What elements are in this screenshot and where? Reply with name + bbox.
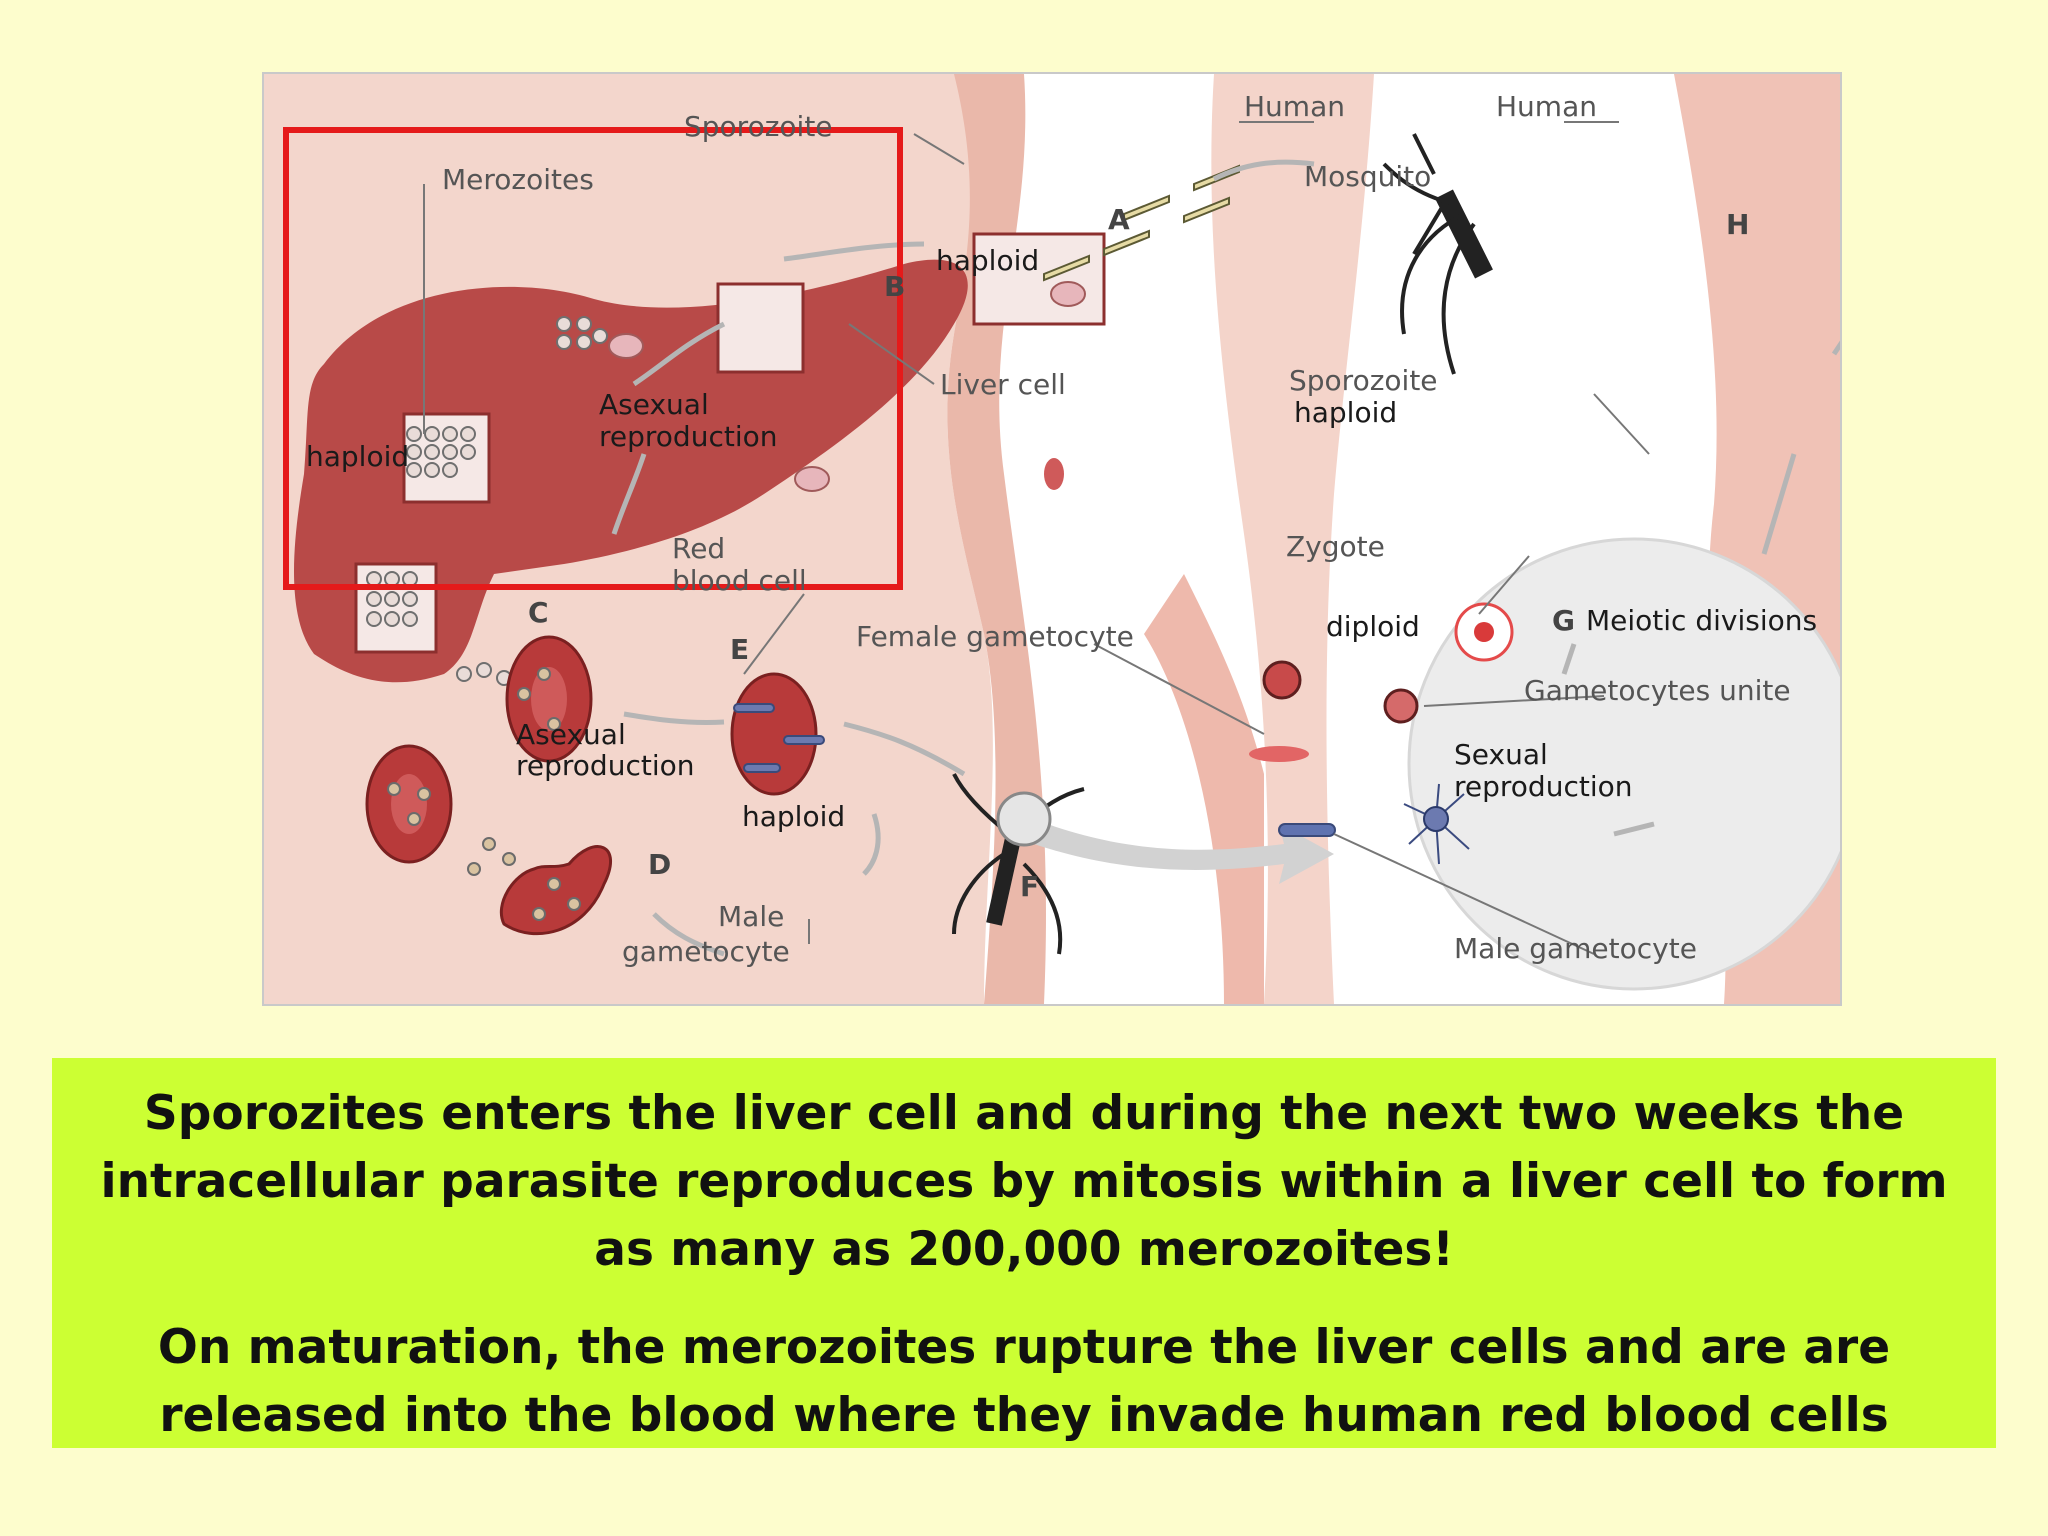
stage-label-e: E	[730, 633, 749, 666]
stage-label-c: C	[528, 596, 549, 629]
label-zygote: Zygote	[1286, 530, 1385, 563]
label-red-blood-cell-1: Red	[672, 532, 725, 565]
caption-paragraph-2: On maturation, the merozoites rupture th…	[157, 1320, 1891, 1443]
label-asexual-liver-2: reproduction	[599, 420, 777, 453]
label-human-right: Human	[1496, 90, 1597, 123]
label-merozoites: Merozoites	[442, 163, 594, 196]
label-sexual-2: reproduction	[1454, 770, 1632, 803]
label-red-blood-cell-2: blood cell	[672, 564, 807, 597]
stage-label-g: G	[1552, 604, 1575, 637]
caption-box: Sporozites enters the liver cell and dur…	[52, 1058, 1996, 1448]
label-female-gametocyte: Female gametocyte	[856, 620, 1134, 653]
label-male-gametocyte-left-2: gametocyte	[622, 935, 790, 968]
label-sporozoite-top: Sporozoite	[684, 110, 833, 143]
label-haploid-a: haploid	[936, 244, 1039, 277]
malaria-life-cycle-diagram: Human Human Mosquito Sporozoite Merozoit…	[262, 72, 1842, 1006]
label-male-gametocyte-right: Male gametocyte	[1454, 932, 1697, 965]
diagram-canvas: Human Human Mosquito Sporozoite Merozoit…	[264, 74, 1840, 1004]
label-asexual-blood-1: Asexual	[516, 718, 626, 751]
label-male-gametocyte-left-1: Male	[718, 900, 784, 933]
stage-label-d: D	[648, 848, 671, 881]
stage-label-f: F	[1020, 870, 1039, 903]
caption-paragraph-1: Sporozites enters the liver cell and dur…	[100, 1086, 1948, 1277]
label-asexual-blood-2: reproduction	[516, 749, 694, 782]
label-haploid-blood: haploid	[742, 800, 845, 833]
liver-cell-sporozoite	[972, 232, 1106, 326]
liver-cell-1	[716, 282, 805, 374]
mosquito-gut-circle	[1407, 537, 1840, 991]
label-meiotic-divisions: Meiotic divisions	[1586, 604, 1817, 637]
label-human-left: Human	[1244, 90, 1345, 123]
label-liver-cell: Liver cell	[940, 368, 1066, 401]
stage-label-b: B	[884, 270, 905, 303]
label-mosquito: Mosquito	[1304, 160, 1431, 193]
mosquito-top	[1382, 133, 1493, 375]
stage-label-a: A	[1108, 203, 1130, 236]
highlight-box	[283, 127, 903, 590]
label-sexual-1: Sexual	[1454, 738, 1548, 771]
label-sporozoite-right: Sporozoite	[1289, 364, 1438, 397]
label-haploid-right: haploid	[1294, 396, 1397, 429]
label-asexual-liver-1: Asexual	[599, 388, 709, 421]
label-gametocytes-unite: Gametocytes unite	[1524, 674, 1791, 707]
label-diploid: diploid	[1326, 610, 1420, 643]
stage-label-h: H	[1726, 208, 1749, 241]
label-haploid-liver: haploid	[306, 440, 409, 473]
transfer-arrow	[1034, 819, 1334, 884]
